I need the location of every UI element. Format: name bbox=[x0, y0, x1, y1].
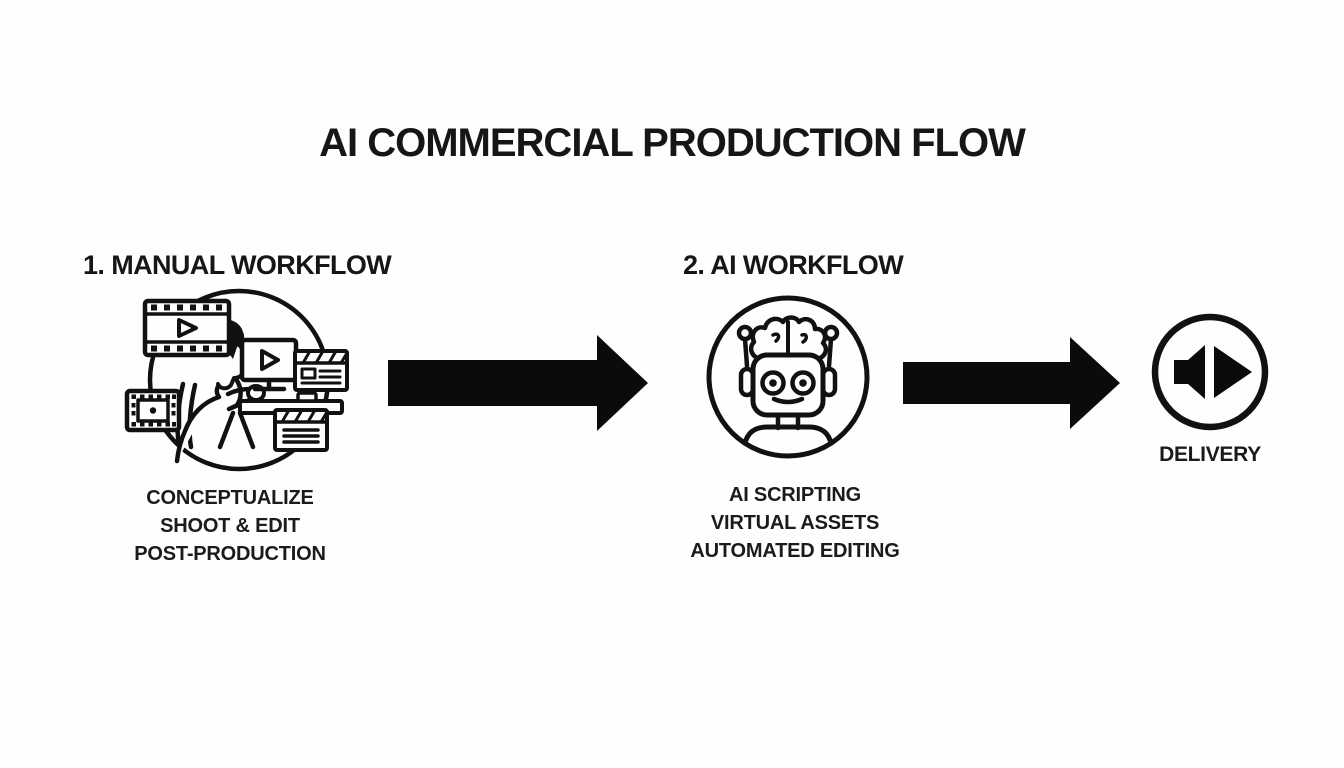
delivery-label: DELIVERY bbox=[1159, 443, 1261, 466]
step-heading-ai: 2. AI WORKFLOW bbox=[683, 250, 904, 280]
ai-item: VIRTUAL ASSETS bbox=[710, 512, 880, 534]
right-arrow-icon bbox=[388, 335, 648, 431]
manual-item: POST-PRODUCTION bbox=[134, 543, 326, 565]
ai-item: AUTOMATED EDITING bbox=[690, 540, 900, 562]
ai-item: AI SCRIPTING bbox=[728, 484, 862, 506]
step-heading-manual: 1. MANUAL WORKFLOW bbox=[83, 250, 392, 280]
speaker-play-icon bbox=[1151, 313, 1269, 431]
manual-item: SHOOT & EDIT bbox=[160, 515, 300, 537]
manual-item: CONCEPTUALIZE bbox=[146, 487, 314, 509]
manual-editing-scene-icon bbox=[124, 288, 349, 472]
right-arrow-icon bbox=[903, 337, 1120, 429]
diagram-title: AI COMMERCIAL PRODUCTION FLOW bbox=[319, 121, 1026, 165]
manual-step-items: CONCEPTUALIZE SHOOT & EDIT POST-PRODUCTI… bbox=[70, 484, 390, 568]
ai-step-items: AI SCRIPTING VIRTUAL ASSETS AUTOMATED ED… bbox=[635, 481, 955, 565]
robot-icon bbox=[706, 295, 870, 459]
